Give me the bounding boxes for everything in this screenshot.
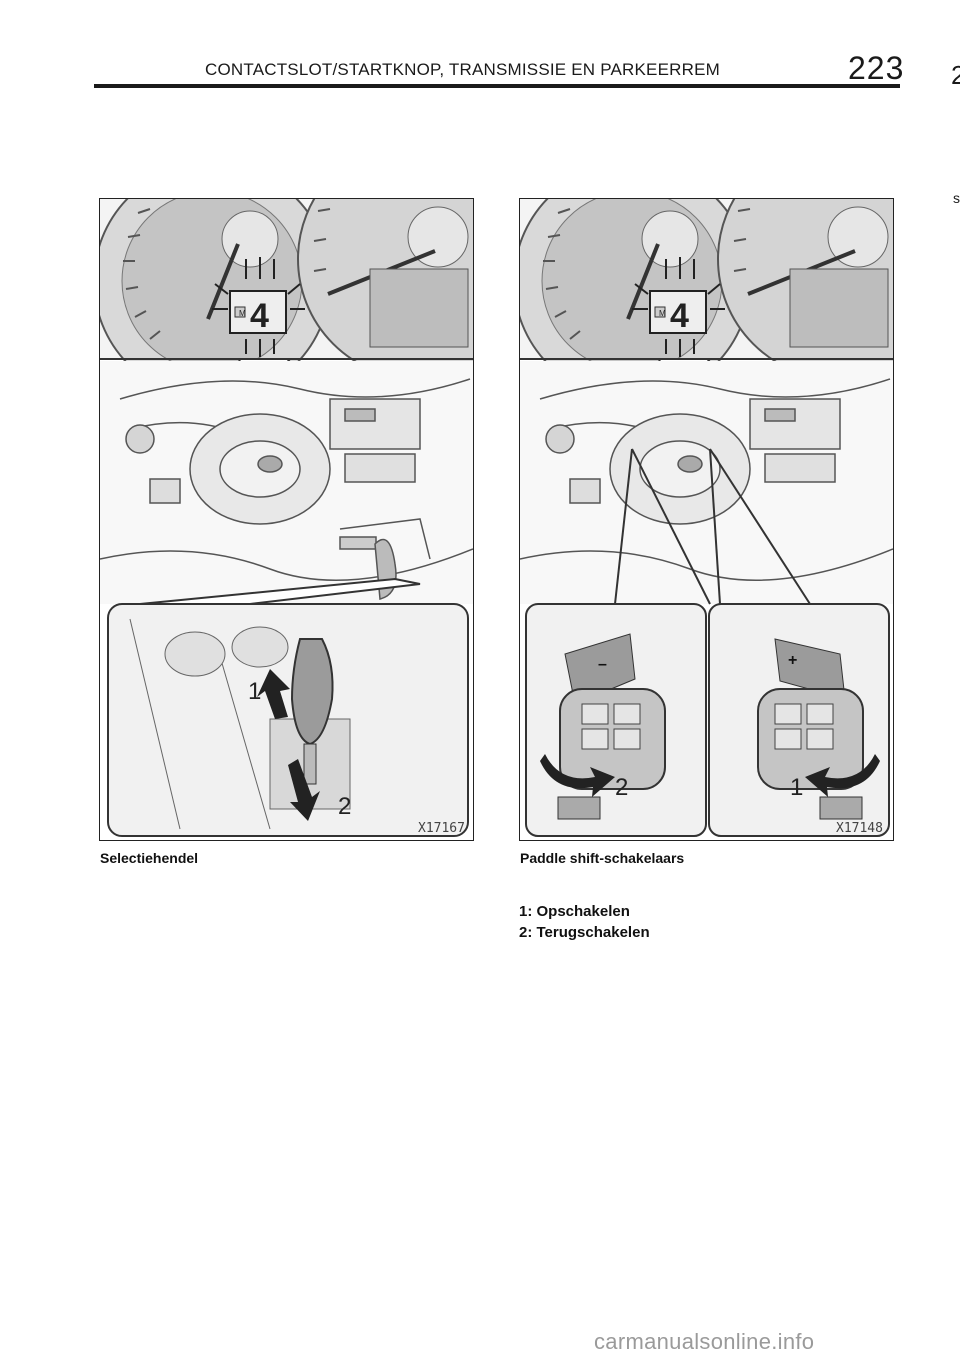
callout-legend: 1: Opschakelen 2: Terugschakelen <box>519 901 650 943</box>
page-number: 223 <box>848 50 905 86</box>
watermark: carmanualsonline.info <box>594 1329 815 1354</box>
figure-caption-selector-lever: Selectiehendel <box>100 850 199 866</box>
figure-code: X17167 <box>418 821 465 836</box>
plus-paddle-label: + <box>788 652 797 669</box>
gear-position-digit: 4 <box>670 297 689 335</box>
gear-position-digit: 4 <box>250 297 269 335</box>
dashboard-illustration <box>100 361 473 604</box>
adjacent-page-edge-glyph-small: s <box>953 190 960 206</box>
figure-code: X17148 <box>836 821 883 836</box>
selector-lever-figure: M 4 <box>99 198 474 841</box>
page-header-title: CONTACTSLOT/STARTKNOP, TRANSMISSIE EN PA… <box>205 60 720 79</box>
paddle-callout-lines <box>614 448 811 605</box>
mode-indicator-letter: M <box>239 309 246 318</box>
plus-paddle-closeup-illustration: + <box>708 603 890 837</box>
paddle-shift-figure: M 4 <box>519 198 894 841</box>
callout-number-1: 1 <box>248 678 261 705</box>
paddle-shift-illustration: M 4 <box>520 199 893 837</box>
callout-number-2: 2 <box>615 774 628 801</box>
mode-indicator-letter: M <box>659 309 666 318</box>
figure-caption-paddle-shift: Paddle shift-schakelaars <box>520 850 685 866</box>
minus-paddle-label: – <box>598 656 607 673</box>
header-rule <box>94 84 900 88</box>
legend-item-downshift: 2: Terugschakelen <box>519 924 650 941</box>
minus-paddle-closeup-illustration: – <box>525 603 707 837</box>
dashboard-illustration <box>520 361 893 604</box>
callout-number-2: 2 <box>338 793 351 820</box>
adjacent-page-edge-glyph: 2 <box>951 60 960 90</box>
instrument-cluster-illustration: M 4 <box>520 199 893 400</box>
callout-number-1: 1 <box>790 774 803 801</box>
selector-lever-illustration: M 4 <box>100 199 473 837</box>
legend-item-upshift: 1: Opschakelen <box>519 903 630 920</box>
gear-lever-closeup-illustration <box>107 603 469 837</box>
